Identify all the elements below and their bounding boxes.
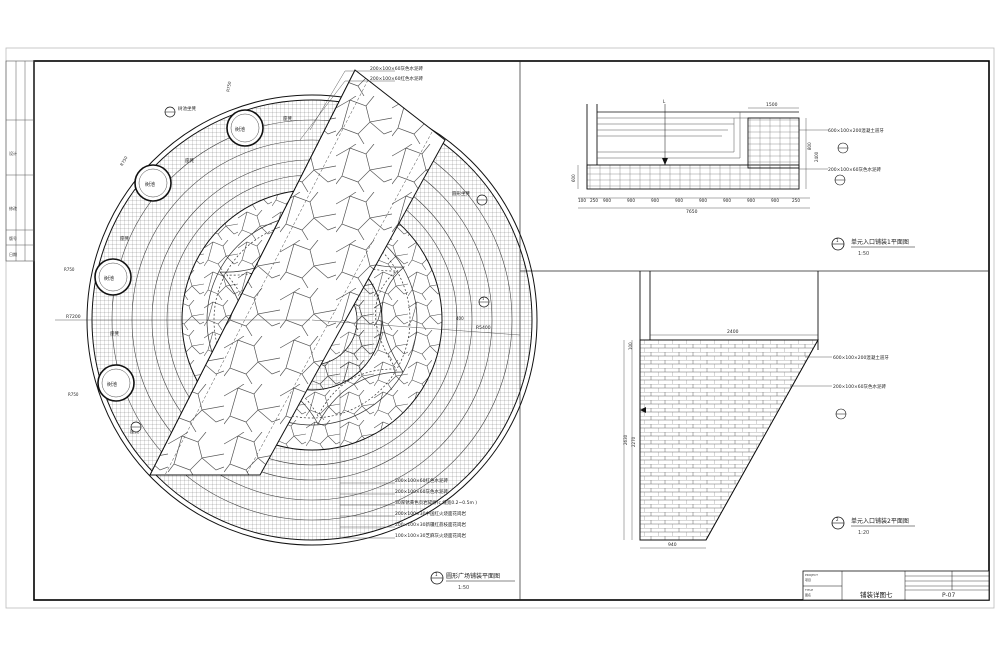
strip-label-4: 日期 [9, 251, 17, 257]
tree-pit-label: 树池 [104, 275, 114, 282]
sec1-dim-5: 900 [675, 198, 683, 203]
bottom-callout-2: 200×100×60灰色水泥砖 [395, 488, 448, 495]
sec2-left-dim-2: 2270 [631, 436, 636, 447]
top-callouts: 200×100×60灰色水泥砖 200×100×60红色水泥砖 [299, 65, 423, 141]
sec2-left-dim-1: 100 [628, 342, 633, 350]
sheet-title: 铺装详图七 [860, 590, 893, 599]
tree-pit-1: 树池 R750 [225, 81, 264, 147]
bench-label-2: 座凳 [185, 157, 194, 164]
sec1-index-mark: 1 [836, 238, 839, 243]
strip-label-3: 版号 [9, 235, 17, 241]
tree-radius-tag: R750 [225, 81, 232, 93]
tree-pit-label: 树池 [107, 381, 117, 388]
sec2-callout-1: 600×100×200混凝土道牙 [833, 354, 889, 361]
sec2-callout-2: 200×100×60灰色水泥砖 [833, 383, 886, 390]
section-2: 2400 600×100×200混凝土道牙 200×100×60灰色水泥砖 10… [623, 271, 915, 549]
sec1-top-dim: 1500 [766, 102, 778, 108]
sec2-bottom-dim: 940 [668, 542, 677, 548]
sec1-dim-10: 250 [792, 198, 800, 203]
tree-radius-tag: R750 [119, 155, 129, 167]
sec1-height-dim-2: 2400 [814, 151, 819, 162]
sheet-number: P-07 [942, 592, 955, 599]
left-strip: 设计 修改 版号 日期 [5, 60, 35, 262]
section-marker-bottom [130, 421, 142, 433]
bench-label-1: 座凳 [283, 115, 292, 122]
section-1: L 1500 800 2400 600×100×200混凝土道牙 200×100… [571, 99, 915, 257]
strip-label-1: 设计 [9, 150, 17, 156]
sec1-dim-7: 900 [723, 198, 731, 203]
sec2-index-mark: 2 [836, 517, 839, 522]
section-marker-right: 1 [478, 296, 490, 308]
detail-note: 圆形坐凳 [452, 190, 470, 197]
tree-pit-label: 树池 [235, 126, 245, 133]
plan-title: 圆形广场铺装平面图 [446, 572, 500, 580]
radius-r5400: R5400 [476, 325, 491, 331]
sec1-dim-2: 900 [603, 198, 611, 203]
sec1-total-dim: 7650 [686, 209, 698, 215]
sec1-dim-9: 900 [771, 198, 779, 203]
sec1-dim-3: 900 [627, 198, 635, 203]
plan-title-block: 1 圆形广场铺装平面图 1:50 [430, 571, 515, 591]
tree-pit-3: 树池 R750 [64, 258, 132, 296]
bottom-callout-5: 200×100×30新疆红荔枝面花岗岩 [395, 521, 466, 528]
sec1-index-right-2 [834, 174, 846, 186]
tb-title-en: TITLE [804, 588, 813, 592]
sec2-index-right [835, 408, 847, 420]
sec1-dim-6: 900 [699, 198, 707, 203]
plan-scale: 1:50 [458, 585, 469, 591]
sec1-bottom-dims: 100 250 900 900 900 900 900 900 900 900 … [578, 198, 800, 203]
sec2-title-block: 2 单元入口铺装2平面图 1:20 [831, 516, 915, 536]
sec1-height-dim-1: 800 [807, 142, 812, 150]
tree-note: 树池坐凳 [178, 105, 196, 112]
plan-index-mark: 1 [435, 572, 438, 577]
sec2-top-dim: 2400 [727, 329, 739, 335]
tree-pit-2: 树池 R750 [119, 155, 172, 202]
sec1-title-block: 1 单元入口铺装1平面图 1:50 [831, 237, 915, 257]
sec1-dim-4: 900 [651, 198, 659, 203]
sec1-callout-1: 600×100×200混凝土道牙 [828, 127, 884, 134]
sec1-left-dim: 600 [571, 174, 576, 182]
sec1-callout-2: 200×100×60灰色水泥砖 [828, 166, 881, 173]
sec1-index-right [837, 142, 849, 154]
tree-radius-tag: R750 [68, 392, 79, 397]
tree-pit-4: 树池 R750 [68, 364, 135, 402]
strip-label-2: 修改 [9, 205, 17, 211]
main-plan: 树池 R750 树池 R750 树池 R750 树池 R750 座凳 座凳 座凳… [55, 65, 538, 591]
detail-note-marker: 圆形坐凳 [452, 190, 488, 206]
sec2-scale: 1:20 [858, 530, 869, 536]
sec1-title: 单元入口铺装1平面图 [851, 238, 909, 246]
sec2-left-dim-3: 2630 [623, 434, 628, 445]
bottom-callout-3: 30厚锈黄色页岩碎拼(c 缝宽0.2~0.5m ) [395, 499, 477, 506]
top-callout-2: 200×100×60红色水泥砖 [370, 75, 423, 82]
bench-label-3: 座凳 [120, 235, 129, 242]
sec1-dim-0: 100 [578, 198, 586, 203]
tb-title-cn: 图名 [805, 592, 811, 597]
radius-r7200: R7200 [66, 314, 81, 320]
top-callout-1: 200×100×60灰色水泥砖 [370, 65, 423, 72]
bench-label-4: 座凳 [110, 330, 119, 337]
tree-pit-label: 树池 [145, 181, 155, 188]
bottom-callout-4: 200×100×30中国红火烧面花岗岩 [395, 510, 466, 517]
bottom-callout-1: 200×100×60红色水泥砖 [395, 477, 448, 484]
svg-text:1: 1 [482, 297, 484, 301]
sec1-scale: 1:50 [858, 251, 869, 257]
tree-note-marker: 树池坐凳 [164, 105, 196, 118]
sec1-dim-8: 900 [747, 198, 755, 203]
dim-400: 400 [456, 316, 464, 321]
svg-text:L: L [663, 99, 666, 104]
sec1-dim-1: 250 [590, 198, 598, 203]
bottom-callout-6: 100×100×30芝麻灰火烧面花岗岩 [395, 532, 466, 539]
sec2-title: 单元入口铺装2平面图 [851, 517, 909, 525]
title-block: PROJECT 项目 TITLE 图名 铺装详图七 P-07 [802, 570, 990, 601]
tb-project-en: PROJECT [805, 573, 818, 577]
tree-radius-tag: R750 [64, 267, 75, 272]
bottom-callouts: 200×100×60红色水泥砖 200×100×60灰色水泥砖 30厚锈黄色页岩… [339, 390, 477, 539]
tb-project-cn: 项目 [805, 578, 811, 582]
